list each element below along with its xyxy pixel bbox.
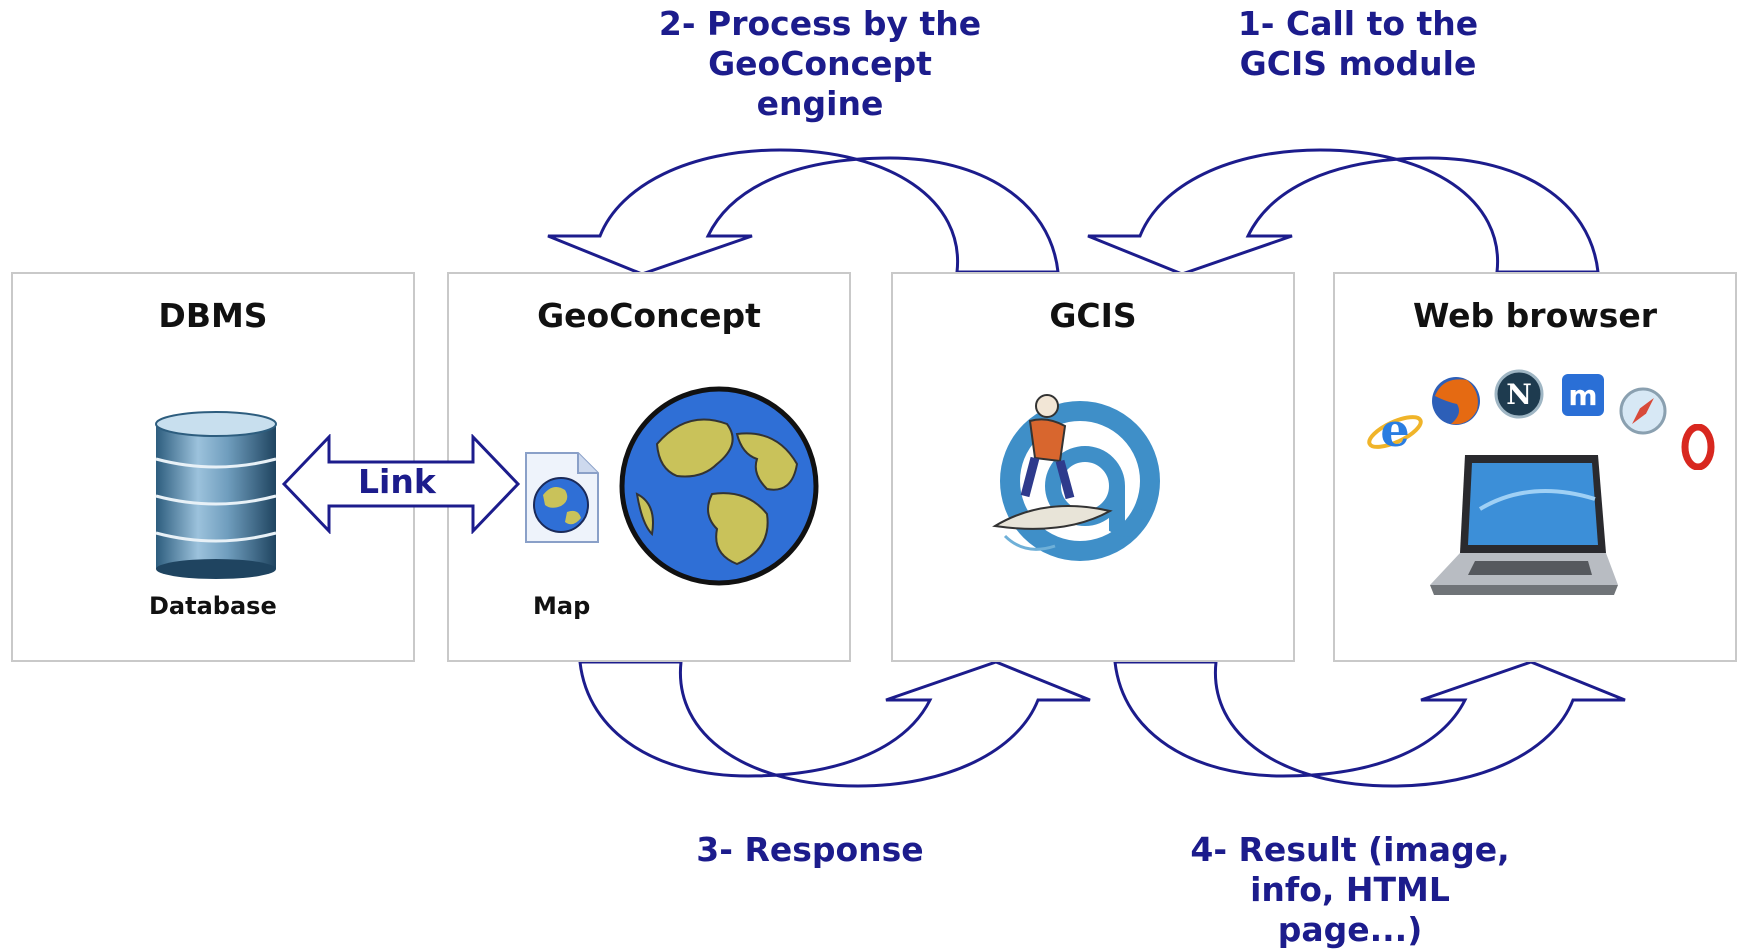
step-2-line: 2- Process by the [658, 4, 982, 43]
dbms-box: DBMS Database [11, 272, 415, 662]
step-2-line: GeoConcept [708, 44, 932, 83]
step-3-label: 3- Response [650, 830, 970, 870]
maxthon-icon: m [1562, 374, 1604, 416]
globe-icon [619, 386, 819, 586]
step-4-label: 4- Result (image, info, HTML page...) [1170, 830, 1530, 950]
svg-text:m: m [1568, 379, 1597, 412]
geoconcept-title: GeoConcept [537, 296, 761, 335]
database-caption: Database [149, 592, 277, 620]
step-2-line: engine [756, 84, 884, 123]
svg-text:N: N [1506, 378, 1532, 411]
laptop-icon [1430, 455, 1618, 595]
arrow-process-by-geoconcept [547, 148, 1060, 276]
geoconcept-box: GeoConcept Map [447, 272, 851, 662]
gcis-title: GCIS [1049, 296, 1137, 335]
arrow-response [578, 660, 1091, 788]
surfer-at-icon [992, 394, 1160, 561]
opera-icon [1681, 424, 1715, 470]
gcis-box: GCIS [891, 272, 1295, 662]
arrow-call-to-gcis [1087, 148, 1600, 276]
step-4-line: info, HTML [1250, 870, 1450, 909]
step-4-line: page...) [1277, 910, 1423, 949]
step-1-label: 1- Call to the GCIS module [1188, 4, 1528, 84]
web-browser-box: Web browser e N m [1333, 272, 1737, 662]
map-caption: Map [533, 592, 591, 620]
step-4-line: 4- Result (image, [1190, 830, 1510, 869]
svg-text:e: e [1380, 403, 1409, 457]
web-browser-title: Web browser [1412, 296, 1658, 335]
link-double-arrow [281, 434, 521, 534]
netscape-icon: N [1494, 369, 1544, 419]
internet-explorer-icon: e [1367, 403, 1423, 457]
dbms-title: DBMS [158, 296, 268, 335]
map-file-icon [525, 452, 599, 543]
step-1-line: 1- Call to the [1237, 4, 1479, 43]
step-3-line: 3- Response [696, 830, 924, 869]
firefox-icon [1432, 377, 1480, 425]
step-1-line: GCIS module [1239, 44, 1477, 83]
safari-icon [1619, 387, 1667, 435]
database-icon [155, 411, 277, 579]
link-label: Link [358, 462, 436, 501]
step-2-label: 2- Process by the GeoConcept engine [630, 4, 1010, 124]
arrow-result [1113, 660, 1626, 788]
